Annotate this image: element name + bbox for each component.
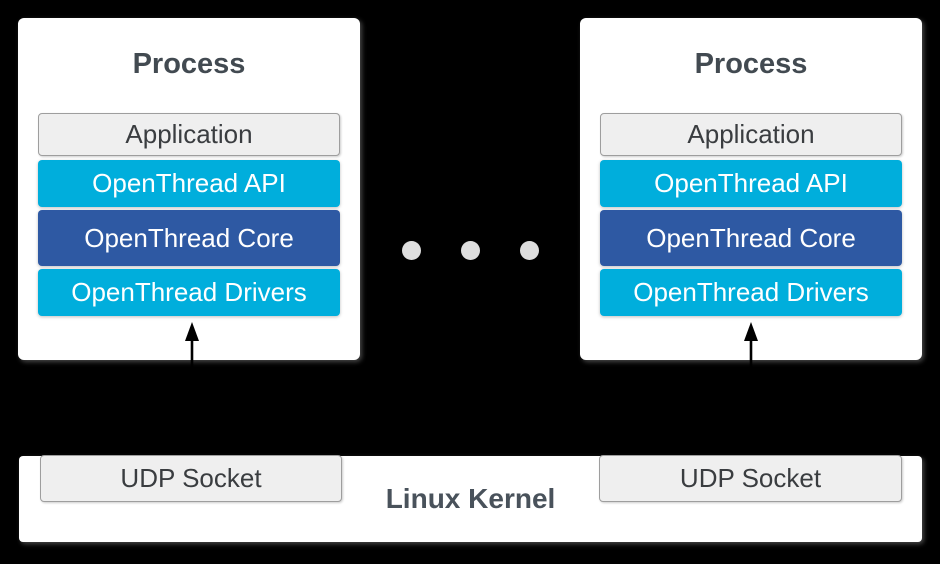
arrow-up-icon [744,322,758,455]
udp-socket-right: UDP Socket [599,455,902,502]
layer-openthread-drivers: OpenThread Drivers [600,269,902,316]
layer-application: Application [600,113,902,156]
layer-openthread-drivers: OpenThread Drivers [38,269,340,316]
ellipsis [402,241,539,260]
process-title: Process [132,47,246,80]
layer-openthread-api: OpenThread API [38,160,340,207]
process-card-left: Process Application OpenThread API OpenT… [18,18,360,360]
layer-openthread-core: OpenThread Core [38,210,340,266]
process-title: Process [694,47,808,80]
layer-application: Application [38,113,340,156]
layer-openthread-api: OpenThread API [600,160,902,207]
process-card-right: Process Application OpenThread API OpenT… [580,18,922,360]
udp-socket-left: UDP Socket [40,455,342,502]
ellipsis-dot [461,241,480,260]
arrow-up-icon [185,322,199,455]
ellipsis-dot [402,241,421,260]
linux-kernel-box: UDP Socket UDP Socket Linux Kernel [19,455,922,542]
layer-openthread-core: OpenThread Core [600,210,902,266]
ellipsis-dot [520,241,539,260]
linux-kernel-label: Linux Kernel [385,483,556,514]
